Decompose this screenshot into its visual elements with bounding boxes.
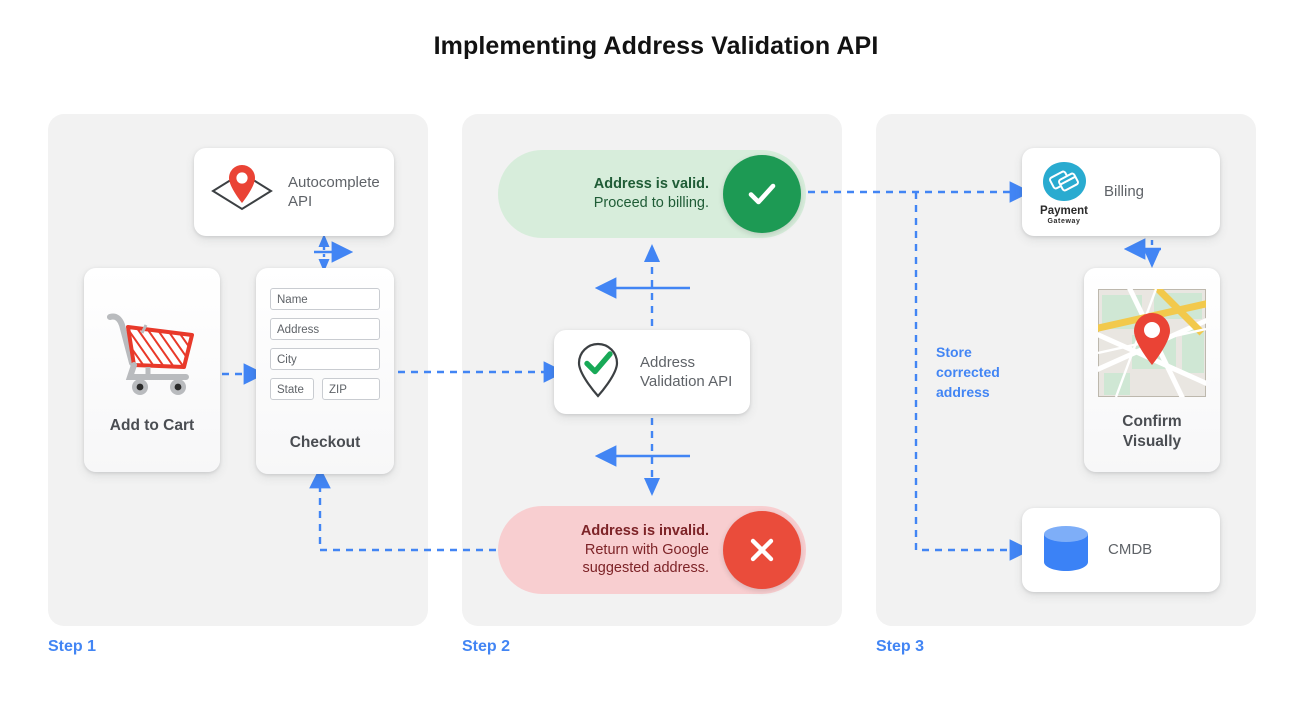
invalid-headline: Address is invalid. [580, 523, 709, 540]
payment-gateway-icon: Payment Gateway [1038, 159, 1090, 226]
address-field[interactable]: Address [270, 318, 380, 340]
valid-headline: Address is valid. [593, 176, 709, 193]
check-icon [723, 155, 801, 233]
page-title: Implementing Address Validation API [433, 32, 879, 60]
card-confirm-title: Confirm Visually [1122, 413, 1182, 450]
valid-detail: Proceed to billing. [593, 195, 709, 211]
card-autocomplete-label: Autocomplete API [288, 173, 380, 211]
invalid-detail: Return with Google suggested address. [582, 541, 709, 577]
card-billing-label: Billing [1104, 183, 1145, 201]
map-thumbnail-icon [1092, 282, 1212, 403]
zip-field[interactable]: ZIP [322, 378, 380, 400]
step-1-label: Step 1 [48, 638, 97, 655]
store-corrected-address-label: Store corrected address [936, 344, 1000, 400]
city-field[interactable]: City [270, 348, 380, 370]
card-address-validation-api[interactable]: Address Validation API [554, 330, 750, 414]
step-3-label: Step 3 [876, 638, 925, 655]
payment-logo-bottom: Gateway [1047, 218, 1081, 226]
card-cmdb[interactable]: CMDB [1022, 508, 1220, 592]
card-checkout-title: Checkout [289, 434, 361, 451]
card-autocomplete-api[interactable]: Autocomplete API [194, 148, 394, 236]
payment-logo-top: Payment [1040, 204, 1088, 217]
card-add-to-cart[interactable]: Add to Cart [84, 268, 220, 472]
status-address-invalid: Address is invalid. Return with Google s… [498, 506, 806, 594]
card-billing[interactable]: Payment Gateway Billing [1022, 148, 1220, 236]
name-field[interactable]: Name [270, 288, 380, 310]
map-pin-diamond-icon [210, 161, 274, 224]
state-field[interactable]: State [270, 378, 314, 400]
valid-text: Address is valid. Proceed to billing. [498, 175, 723, 212]
checkout-form: Name Address City State ZIP Checkout [256, 268, 394, 452]
card-validation-label: Address Validation API [640, 353, 733, 391]
card-cmdb-label: CMDB [1108, 541, 1153, 559]
pin-check-icon [570, 339, 626, 406]
card-checkout[interactable]: Name Address City State ZIP Checkout [256, 268, 394, 474]
card-confirm-visually[interactable]: Confirm Visually [1084, 268, 1220, 472]
card-add-to-cart-title: Add to Cart [109, 416, 195, 434]
shopping-cart-icon [100, 305, 204, 406]
database-icon [1038, 522, 1094, 579]
close-icon [723, 511, 801, 589]
invalid-text: Address is invalid. Return with Google s… [498, 522, 723, 578]
step-2-label: Step 2 [462, 638, 511, 655]
status-address-valid: Address is valid. Proceed to billing. [498, 150, 806, 238]
